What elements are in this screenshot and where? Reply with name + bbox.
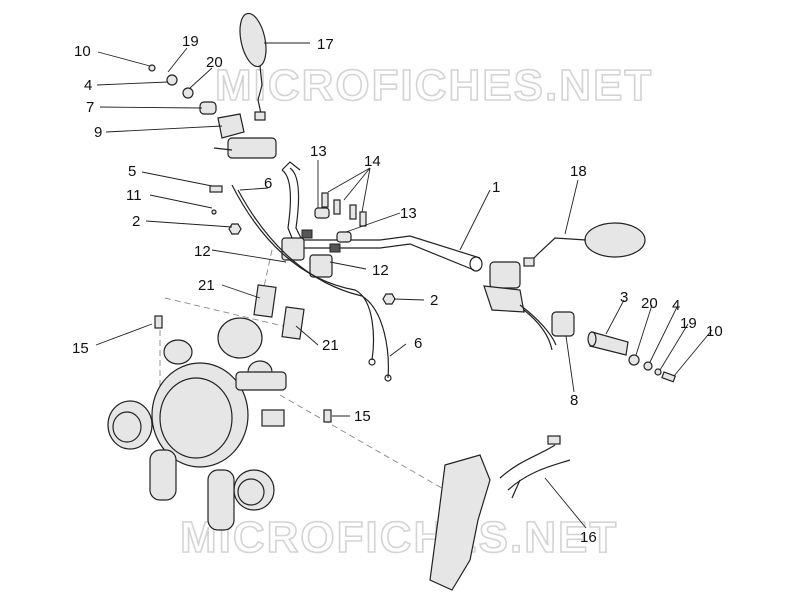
- callout-4: 4: [672, 297, 680, 314]
- callout-12: 12: [194, 243, 211, 260]
- callout-11: 11: [126, 187, 142, 204]
- callout-3: 3: [620, 289, 628, 306]
- callout-20: 20: [641, 295, 658, 312]
- callout-17: 17: [317, 36, 334, 53]
- clamp-screws: [321, 192, 367, 227]
- handlebar-clamps: [281, 207, 352, 278]
- callout-labels: 10 19 4 20 7 9 17 5 11 2 6 13 14 13 12 1…: [72, 33, 723, 546]
- right-grip-assembly: [587, 331, 677, 383]
- right-mirror: [523, 222, 646, 267]
- callout-21: 21: [322, 337, 339, 354]
- callout-1: 1: [492, 179, 500, 196]
- headlight-assembly: [107, 317, 287, 531]
- small-fasteners: [209, 185, 396, 305]
- callout-15: 15: [354, 408, 371, 425]
- callout-13: 13: [400, 205, 417, 222]
- callout-8: 8: [570, 392, 578, 409]
- left-mirror: [239, 12, 267, 121]
- cover-and-wiring: [429, 435, 571, 591]
- watermark-bottom: MICROFICHES.NET: [180, 513, 618, 562]
- callout-18: 18: [570, 163, 587, 180]
- callout-20: 20: [206, 54, 223, 71]
- callout-6: 6: [414, 335, 422, 352]
- callout-7: 7: [86, 99, 94, 116]
- grip-rubbers: [253, 284, 305, 340]
- callout-10: 10: [706, 323, 723, 340]
- callout-13: 13: [310, 143, 327, 160]
- callout-14: 14: [364, 153, 381, 170]
- cables: [231, 184, 392, 382]
- callout-21: 21: [198, 277, 215, 294]
- callout-6: 6: [264, 175, 272, 192]
- left-switch-assembly: [148, 64, 277, 159]
- callout-4: 4: [84, 77, 92, 94]
- callout-19: 19: [182, 33, 199, 50]
- bolts: [154, 315, 332, 423]
- leader-lines: [95, 42, 713, 529]
- callout-16: 16: [580, 529, 597, 546]
- callout-19: 19: [680, 315, 697, 332]
- callout-2: 2: [430, 292, 438, 309]
- callout-9: 9: [94, 124, 102, 141]
- callout-10: 10: [74, 43, 91, 60]
- watermark-top: MICROFICHES.NET: [215, 61, 653, 110]
- brake-master-cylinder: [483, 261, 575, 351]
- callout-12: 12: [372, 262, 389, 279]
- callout-15: 15: [72, 340, 89, 357]
- callout-2: 2: [132, 213, 140, 230]
- callout-5: 5: [128, 163, 136, 180]
